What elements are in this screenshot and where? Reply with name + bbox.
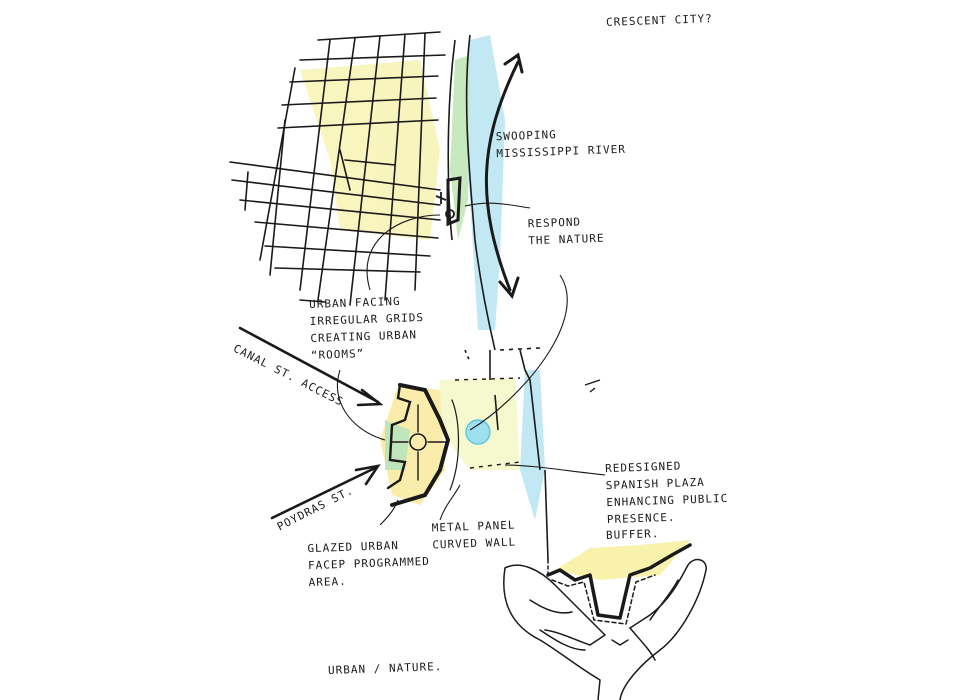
building-plan: [386, 383, 460, 507]
hands-drawing: [503, 543, 707, 700]
plaza-label: Redesigned Spanish Plaza enhancing publi…: [605, 456, 729, 528]
glazed-label: Glazed urban facep programmed area.: [307, 536, 431, 591]
leader-lines: [336, 202, 606, 526]
respond-label: Respond the nature: [527, 213, 604, 250]
metal-label: Metal panel curved wall: [431, 517, 517, 554]
respond-label-line: the nature: [528, 231, 605, 248]
city-grid: [229, 31, 446, 306]
site-marker: [435, 176, 462, 227]
river-arrow: [484, 52, 524, 299]
metal-label-line: curved wall: [432, 535, 517, 552]
plaza: [454, 377, 601, 469]
buffer-label: Buffer.: [605, 527, 660, 542]
access-arrows: [238, 326, 384, 520]
color-wash: [300, 35, 690, 580]
river-label: Swooping Mississippi River: [495, 124, 627, 163]
urban-label: Urban facing irregular grids creating ur…: [309, 292, 426, 364]
riverbank: [447, 34, 549, 561]
